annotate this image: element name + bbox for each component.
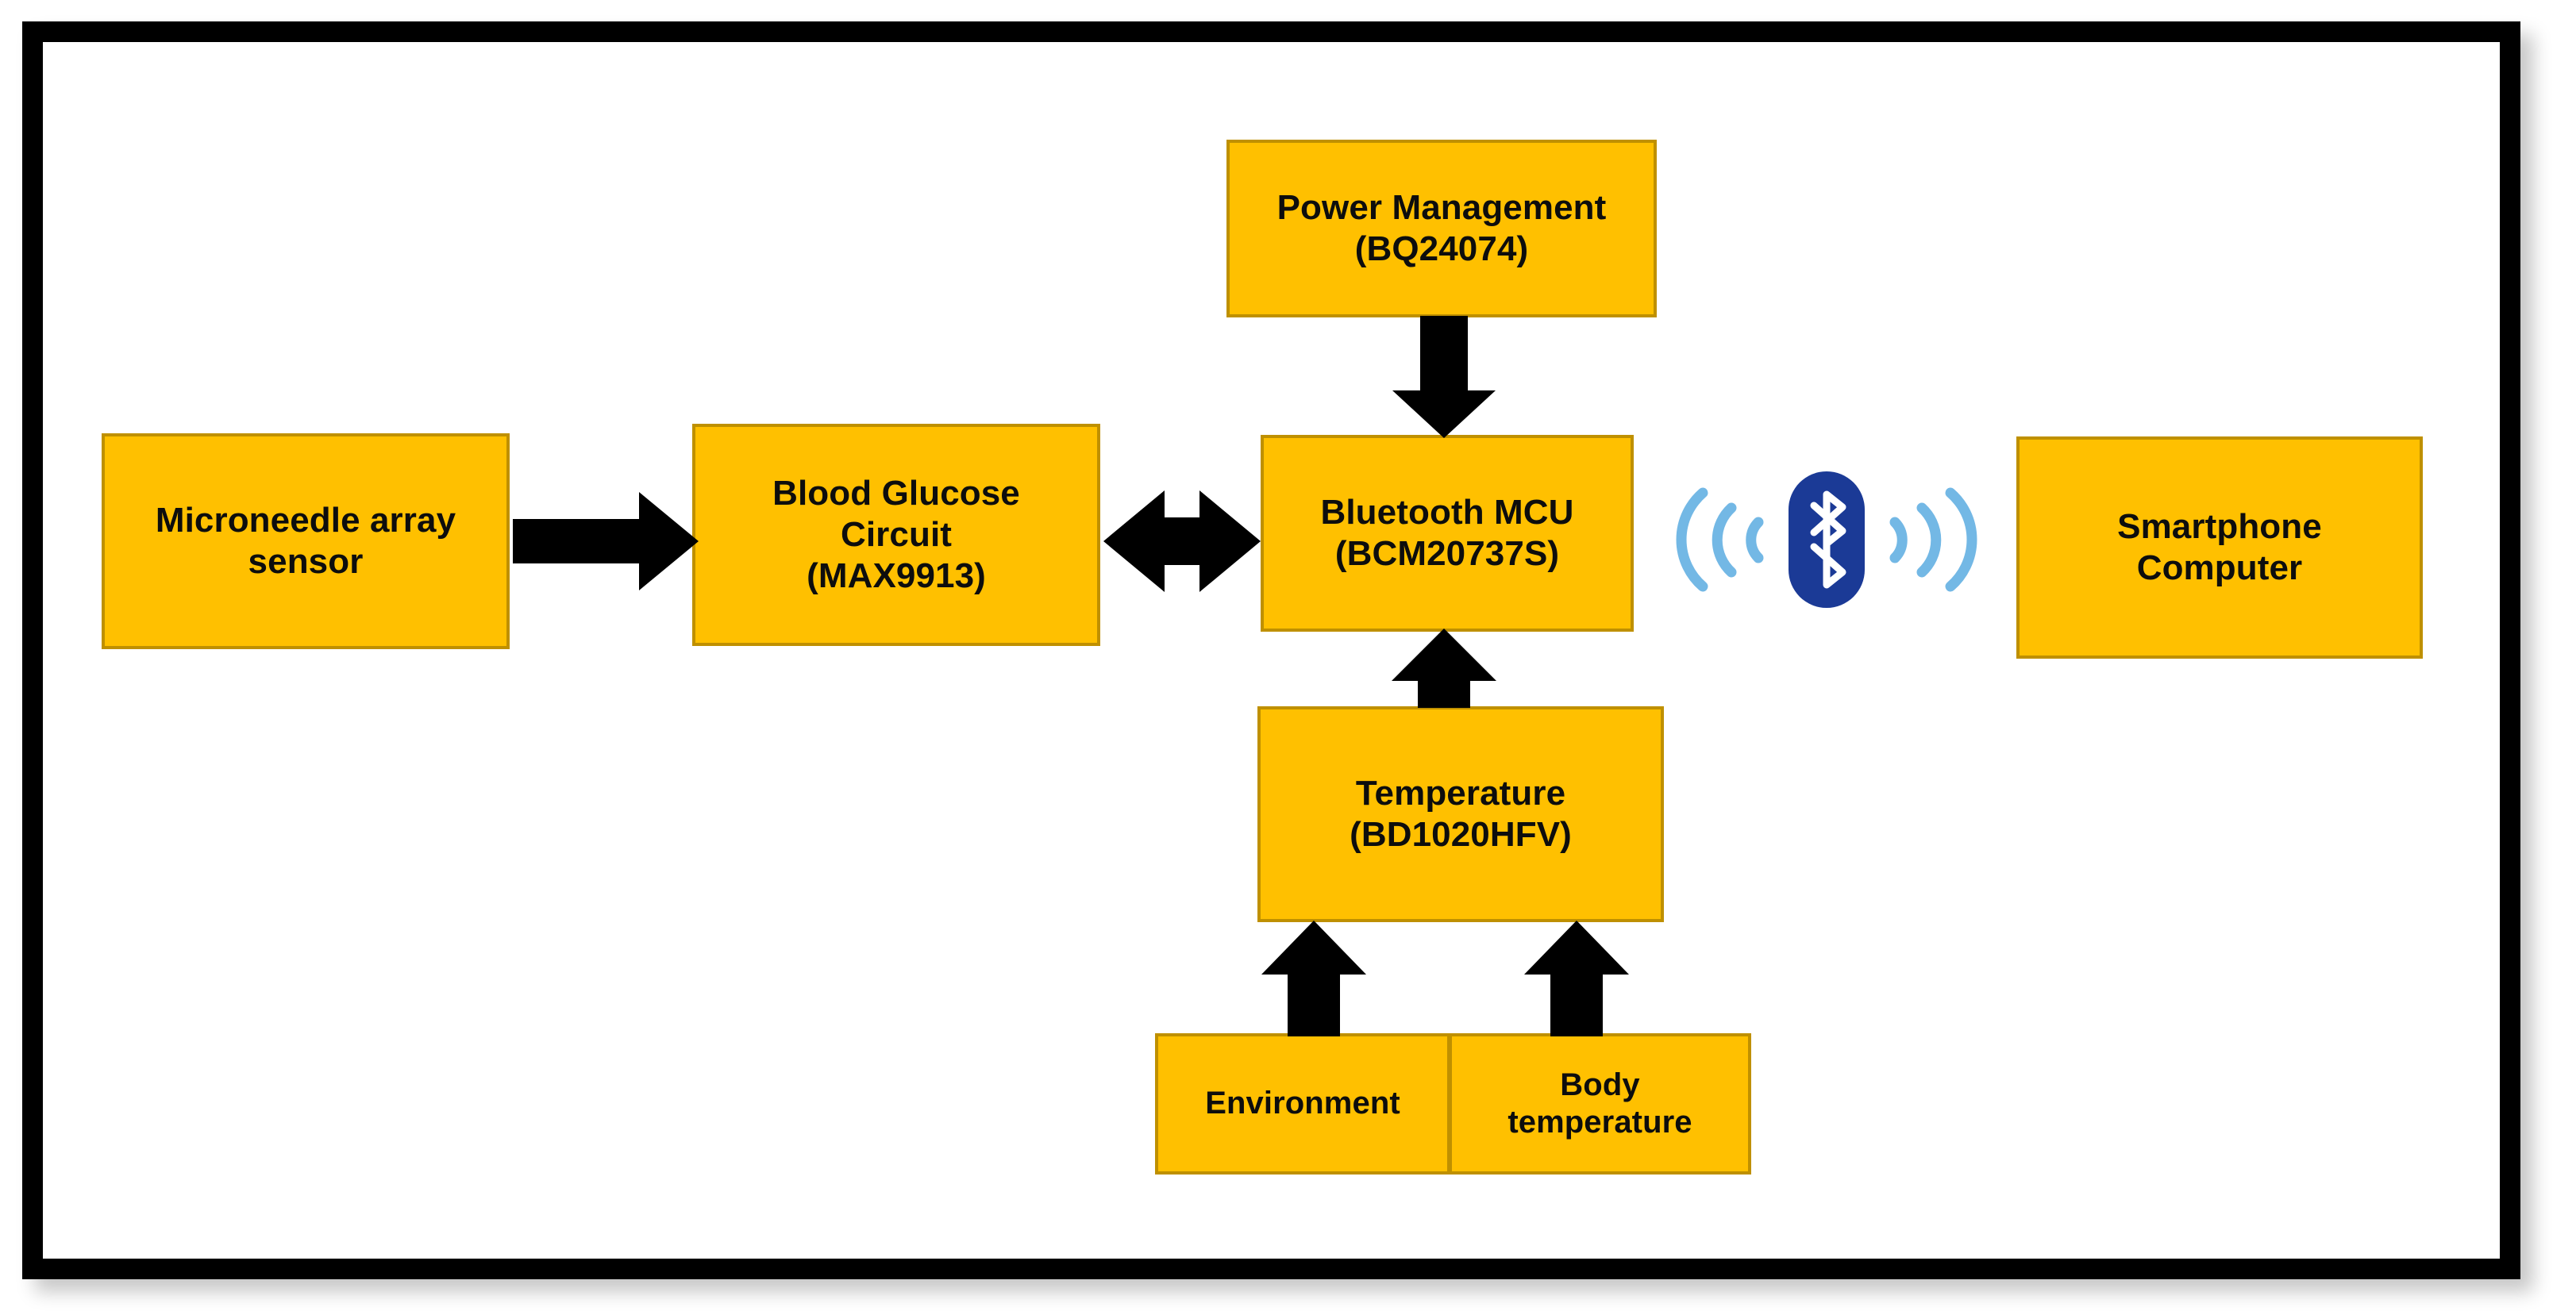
wireless-waves-left-icon xyxy=(1676,487,1764,592)
block-bluetooth-mcu[interactable]: Bluetooth MCU (BCM20737S) xyxy=(1261,435,1634,632)
block-smartphone-computer[interactable]: Smartphone Computer xyxy=(2016,436,2423,659)
block-blood-glucose-circuit[interactable]: Blood Glucose Circuit (MAX9913) xyxy=(692,424,1100,646)
bluetooth-wireless-link xyxy=(1671,464,1981,615)
bluetooth-icon xyxy=(1789,471,1865,608)
block-temperature-line2: (BD1020HFV) xyxy=(1350,815,1572,854)
block-body-temperature[interactable]: Body temperature xyxy=(1449,1033,1751,1175)
block-bodytemp-line1: Body xyxy=(1560,1067,1640,1102)
block-glucose-line3: (MAX9913) xyxy=(807,556,986,595)
block-environment-line1: Environment xyxy=(1205,1086,1400,1121)
block-power-management[interactable]: Power Management (BQ24074) xyxy=(1226,140,1657,317)
block-temperature-line1: Temperature xyxy=(1355,774,1566,813)
block-mcu-line1: Bluetooth MCU xyxy=(1320,493,1574,532)
block-glucose-line1: Blood Glucose xyxy=(772,474,1020,513)
wireless-waves-right-icon xyxy=(1889,487,1977,592)
block-glucose-line2: Circuit xyxy=(840,515,953,555)
block-environment[interactable]: Environment xyxy=(1155,1033,1450,1175)
block-power-line2: (BQ24074) xyxy=(1354,229,1529,268)
block-microneedle-array-sensor[interactable]: Microneedle array sensor xyxy=(102,433,510,649)
block-microneedle-line1: Microneedle array xyxy=(155,501,456,540)
block-smartphone-line1: Smartphone xyxy=(2117,507,2322,547)
block-temperature-sensor[interactable]: Temperature (BD1020HFV) xyxy=(1257,706,1664,922)
block-bodytemp-line2: temperature xyxy=(1507,1105,1692,1140)
block-power-line1: Power Management xyxy=(1276,188,1607,228)
block-microneedle-line2: sensor xyxy=(248,542,364,581)
block-mcu-line2: (BCM20737S) xyxy=(1334,534,1560,573)
block-smartphone-line2: Computer xyxy=(2136,548,2303,587)
